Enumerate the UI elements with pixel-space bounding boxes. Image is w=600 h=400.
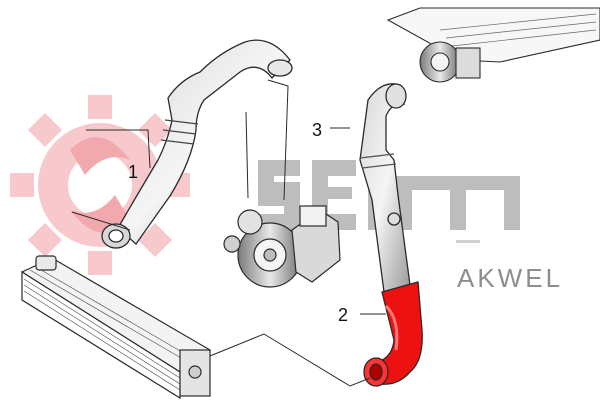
callout-label-1: 1 [128, 162, 138, 182]
hose-part-2 [363, 281, 423, 387]
callout-label-2: 2 [338, 305, 348, 325]
hose-part-3 [359, 83, 411, 293]
hose-part-1 [101, 39, 293, 249]
intercooler [20, 255, 212, 400]
turbocharger [223, 205, 341, 288]
throttle-assembly [386, 7, 600, 83]
leader-lines [71, 79, 386, 387]
brand-word: AKWEL [457, 263, 563, 293]
callout-label-3: 3 [312, 120, 322, 140]
